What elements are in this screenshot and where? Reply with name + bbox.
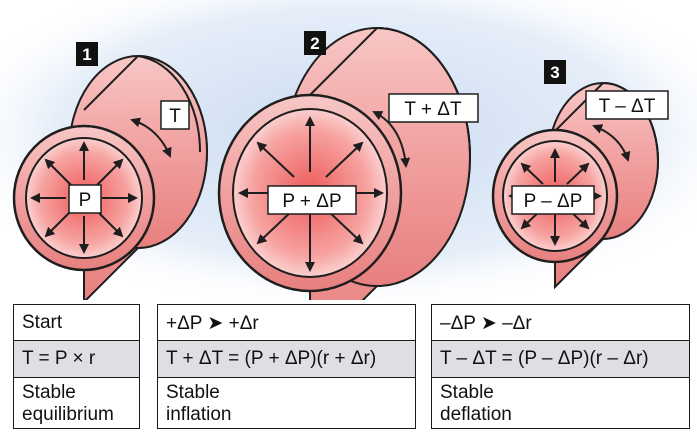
panel-2-pressure-label: P + ΔP xyxy=(282,191,341,212)
panel-3-equation-row: T – ΔT = (P – ΔP)(r – Δr) xyxy=(432,340,689,378)
vessel-2-tension-arrow xyxy=(372,111,411,168)
panel-3-outcome-row: Stable deflation xyxy=(440,381,512,425)
panel-1-tension-label: T xyxy=(169,106,181,127)
panel-3-pressure-label: P – ΔP xyxy=(524,191,583,212)
panel-3-condition-row: –ΔP ➤ –Δr xyxy=(440,312,532,334)
vessel-1-tension-arrow xyxy=(130,117,172,158)
panel-3-number: 3 xyxy=(550,63,559,82)
panel-1-equation-row: T = P × r xyxy=(14,340,139,378)
panel-3-tension-label: T – ΔT xyxy=(599,96,656,117)
vessel-1-pressure-arrows xyxy=(30,141,138,254)
panel-3-number-badge: 3 xyxy=(544,60,566,84)
panel-2-pressure-label-box: P + ΔP xyxy=(267,185,357,215)
panel-2-number-badge: 2 xyxy=(304,31,326,55)
panel-3-table: –ΔP ➤ –Δr T – ΔT = (P – ΔP)(r – Δr) Stab… xyxy=(431,304,690,429)
panel-2-number: 2 xyxy=(310,34,319,53)
panel-1-outcome-row: Stable equilibrium xyxy=(22,381,114,425)
panel-1-number-badge: 1 xyxy=(76,42,98,66)
panel-1-number: 1 xyxy=(82,45,91,64)
panel-1-table: Start T = P × r Stable equilibrium xyxy=(13,304,140,429)
panel-2-tension-label: T + ΔT xyxy=(404,99,462,120)
panel-2-equation-row: T + ΔT = (P + ΔP)(r + Δr) xyxy=(158,340,415,378)
vessel-3-tension-arrow xyxy=(592,124,631,162)
panel-2-outcome-row: Stable inflation xyxy=(166,381,232,425)
laplace-vessel-diagram: 1 2 3 T T + ΔT T – ΔT P P + ΔP P – ΔP xyxy=(0,0,697,300)
panel-1-tension-label-box: T xyxy=(160,100,190,130)
panel-3-tension-label-box: T – ΔT xyxy=(585,90,669,120)
panel-2-tension-label-box: T + ΔT xyxy=(388,93,479,123)
panel-1-pressure-label-box: P xyxy=(68,184,102,214)
panel-1-condition-row: Start xyxy=(22,312,63,333)
panel-2-condition-row: +ΔP ➤ +Δr xyxy=(166,312,259,334)
panel-3-pressure-label-box: P – ΔP xyxy=(511,185,595,215)
panel-1-pressure-label: P xyxy=(79,190,92,211)
panel-2-table: +ΔP ➤ +Δr T + ΔT = (P + ΔP)(r + Δr) Stab… xyxy=(157,304,416,429)
